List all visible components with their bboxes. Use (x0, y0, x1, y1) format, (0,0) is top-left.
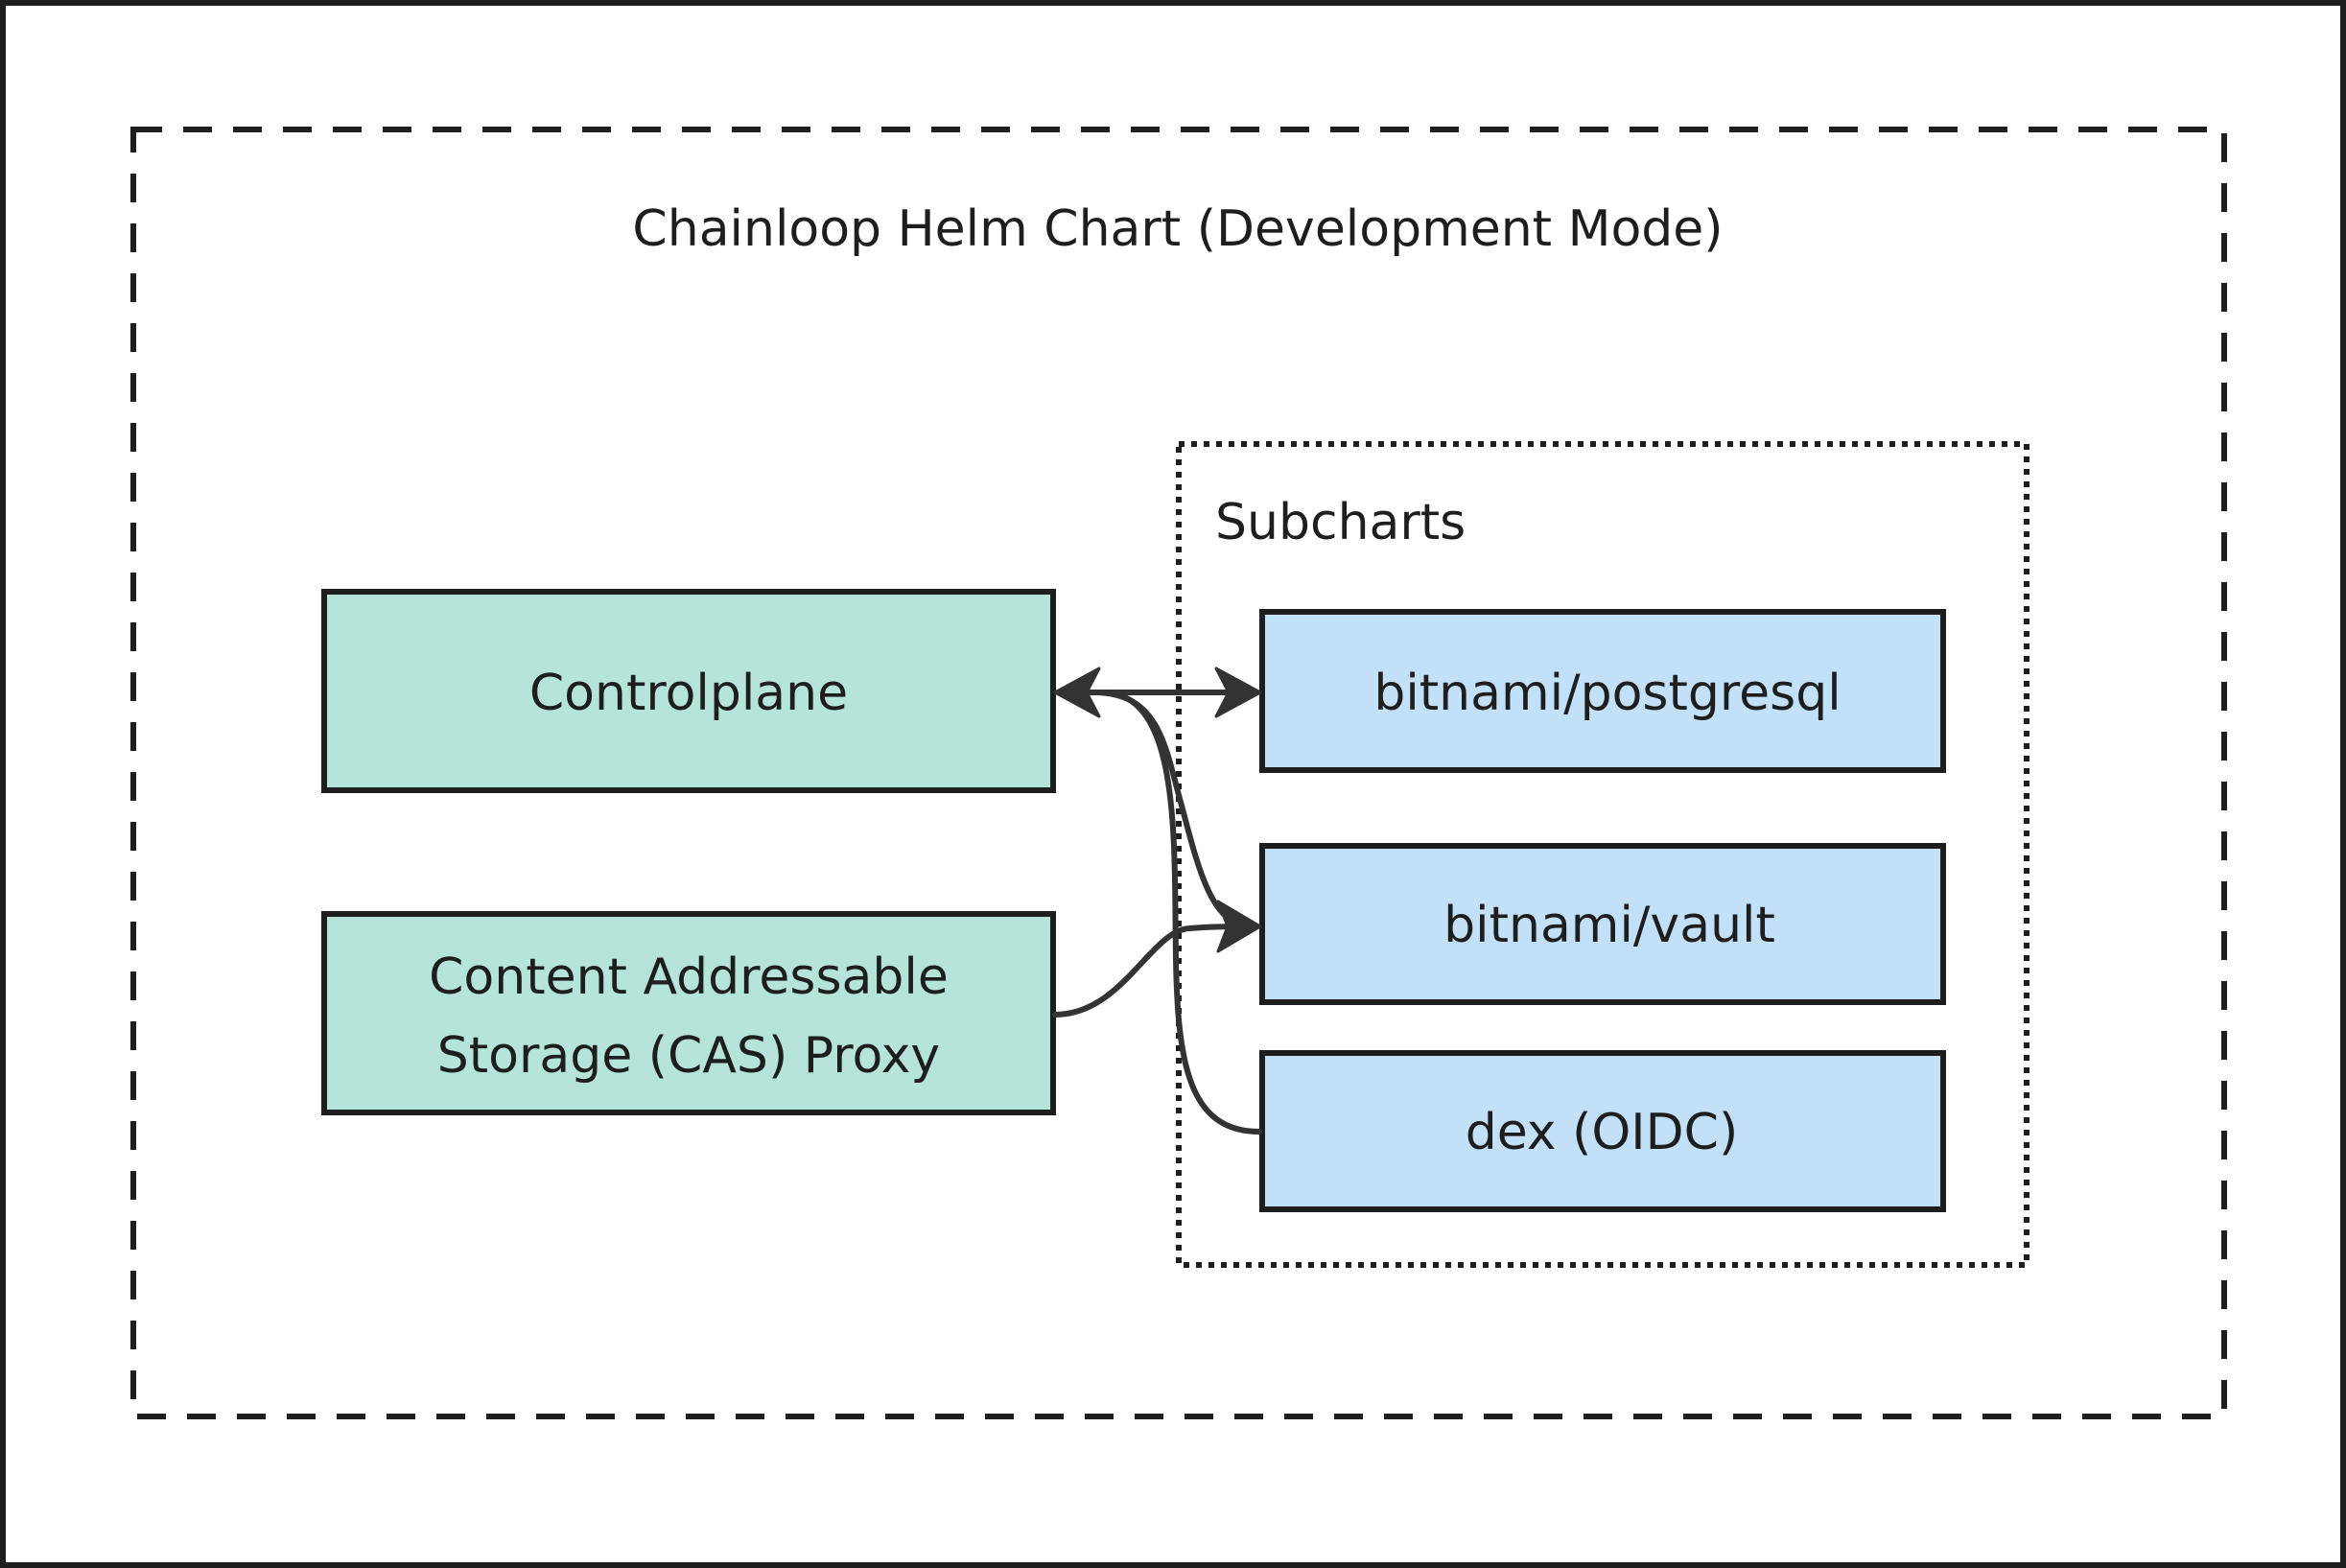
cas-proxy-box (321, 911, 1056, 1115)
edge-dex-controlplane (1100, 690, 1262, 1135)
postgresql-label: bitnami/postgresql (1373, 665, 1841, 722)
subcharts-label: Subcharts (1215, 494, 1466, 551)
controlplane-label: Controlplane (529, 665, 848, 722)
cas-proxy-label-line1: Content Addressable (429, 948, 949, 1006)
node-dex: dex (OIDC) (1259, 1050, 1946, 1212)
node-cas-proxy: Content Addressable Storage (CAS) Proxy (321, 911, 1056, 1115)
postgresql-box (1259, 609, 1946, 773)
helm-chart-boundary (130, 127, 2227, 1419)
vault-box (1259, 843, 1946, 1005)
vault-label: bitnami/vault (1443, 897, 1775, 954)
controlplane-box (321, 589, 1056, 793)
arrowhead-controlplane (1053, 667, 1101, 718)
dex-label: dex (OIDC) (1466, 1104, 1739, 1161)
subcharts-boundary (1176, 441, 2029, 1268)
edge-cas-vault (1052, 924, 1250, 1018)
diagram-title: Chainloop Helm Chart (Development Mode) (632, 200, 1723, 258)
arrowhead-postgresql (1214, 667, 1262, 718)
node-vault: bitnami/vault (1259, 843, 1946, 1005)
cas-proxy-label-line2: Storage (CAS) Proxy (437, 1027, 940, 1085)
edges (1052, 667, 1262, 1135)
node-controlplane: Controlplane (321, 589, 1056, 793)
dex-box (1259, 1050, 1946, 1212)
node-postgresql: bitnami/postgresql (1259, 609, 1946, 773)
